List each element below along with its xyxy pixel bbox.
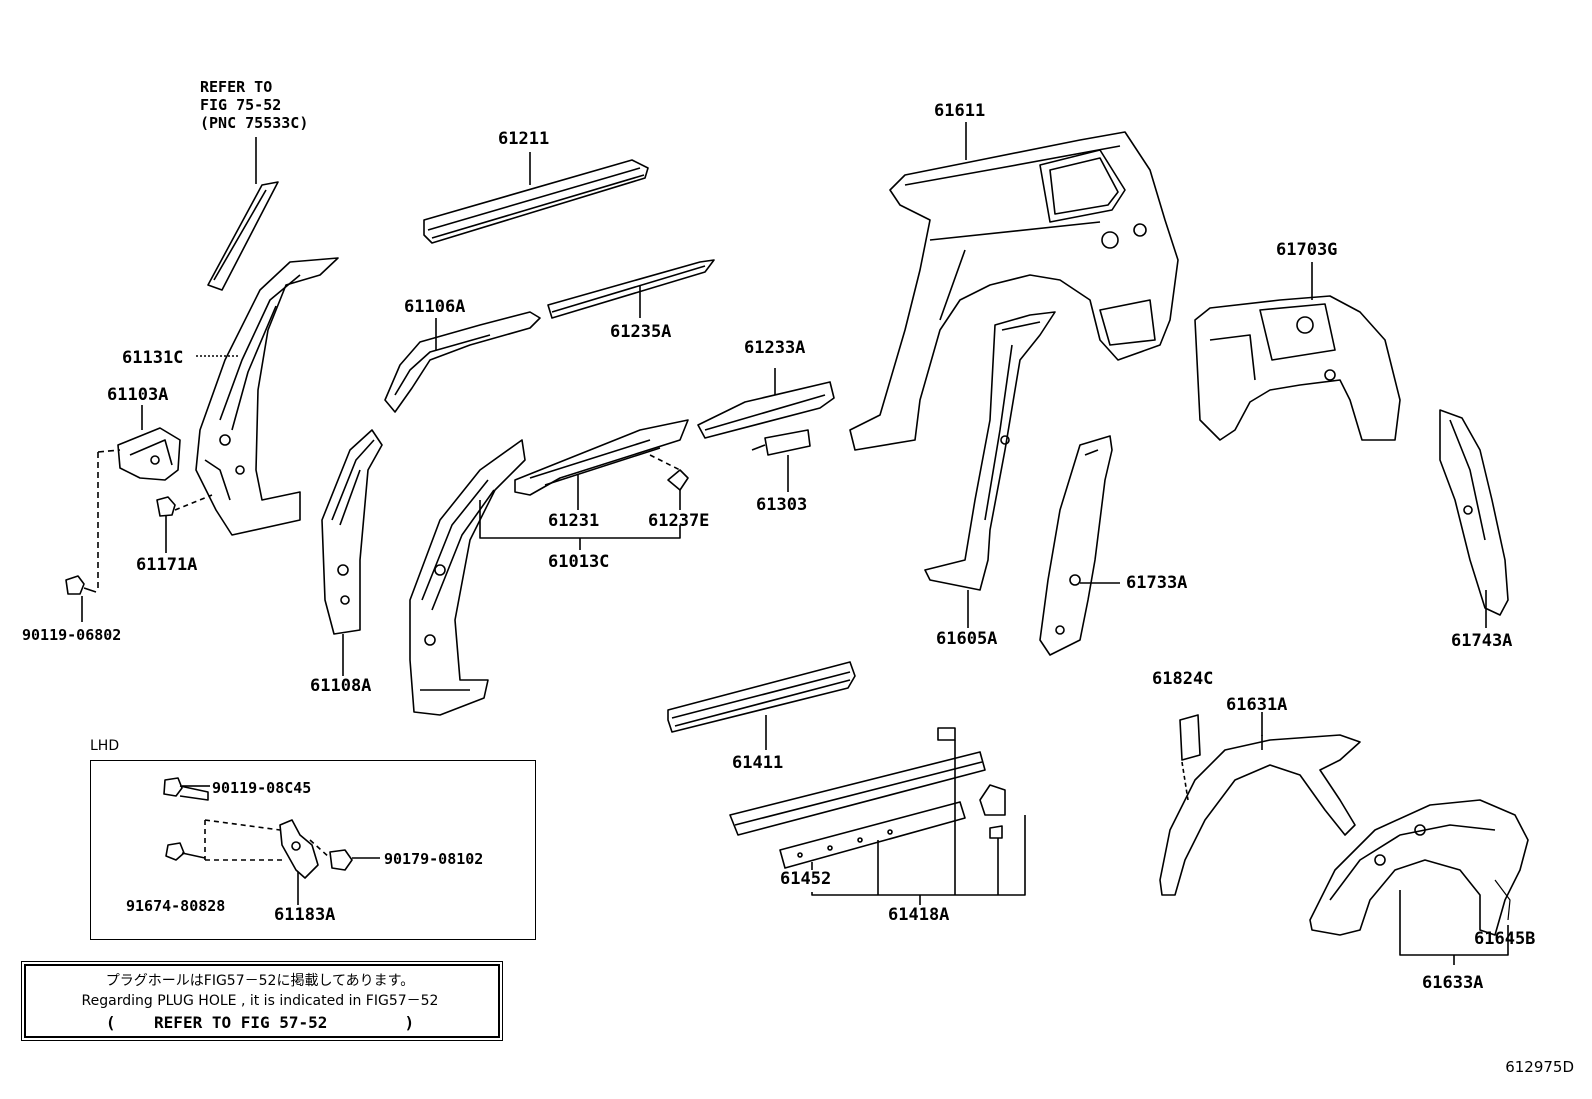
label-61824C[interactable]: 61824C [1152, 669, 1214, 689]
part-61733A [1039, 435, 1120, 656]
label-61013C[interactable]: 61013C [548, 552, 610, 572]
part-61703G [1194, 262, 1401, 441]
part-90119-06802 [65, 575, 97, 622]
label-61211[interactable]: 61211 [498, 129, 550, 149]
label-90179-08102[interactable]: 90179-08102 [384, 850, 484, 868]
part-61633A [1309, 799, 1529, 965]
label-61633A[interactable]: 61633A [1422, 973, 1484, 993]
note-english: Regarding PLUG HOLE , it is indicated in… [81, 993, 439, 1009]
label-61183A[interactable]: 61183A [274, 905, 336, 925]
label-61605A[interactable]: 61605A [936, 629, 998, 649]
label-61108A[interactable]: 61108A [310, 676, 372, 696]
label-91674-80828[interactable]: 91674-80828 [126, 897, 226, 915]
part-61743A [1439, 409, 1509, 628]
part-61131C [195, 257, 339, 536]
part-61013C [409, 419, 689, 716]
note-refer[interactable]: ( REFER TO FIG 57-52 ) [105, 1013, 415, 1032]
label-61645B[interactable]: 61645B [1474, 929, 1536, 949]
label-61703G[interactable]: 61703G [1276, 240, 1338, 260]
label-61237E[interactable]: 61237E [648, 511, 710, 531]
label-90119-08C45[interactable]: 90119-08C45 [212, 779, 312, 797]
refer-note-line3: (PNC 75533C) [200, 114, 309, 132]
part-61411 [667, 661, 856, 750]
part-61235A [547, 259, 715, 319]
lhd-inset-box [90, 760, 536, 940]
part-61108A [321, 429, 383, 676]
part-61211 [423, 152, 649, 244]
plug-hole-note-box [21, 961, 503, 1041]
part-61303 [751, 429, 811, 492]
lhd-title: LHD [90, 738, 120, 754]
figure-id: 612975D [1505, 1058, 1574, 1076]
label-61452[interactable]: 61452 [780, 869, 832, 889]
label-61418A[interactable]: 61418A [888, 905, 950, 925]
label-61733A[interactable]: 61733A [1126, 573, 1188, 593]
part-61631A [1159, 712, 1361, 896]
part-61171A [156, 496, 176, 553]
label-61631A[interactable]: 61631A [1226, 695, 1288, 715]
part-61418A [729, 727, 1026, 905]
part-lhd-bracket [163, 777, 380, 905]
label-61233A[interactable]: 61233A [744, 338, 806, 358]
part-61611 [849, 122, 1179, 451]
label-61303[interactable]: 61303 [756, 495, 808, 515]
label-61131C[interactable]: 61131C [122, 348, 184, 368]
refer-note-line2: FIG 75-52 [200, 96, 282, 114]
part-refer-strip [207, 137, 279, 291]
label-61106A[interactable]: 61106A [404, 297, 466, 317]
part-61605A [924, 311, 1056, 628]
part-61103A [97, 405, 213, 590]
label-61231[interactable]: 61231 [548, 511, 600, 531]
label-61611[interactable]: 61611 [934, 101, 986, 121]
label-61235A[interactable]: 61235A [610, 322, 672, 342]
label-61411[interactable]: 61411 [732, 753, 784, 773]
note-japanese: プラグホールはFIG57－52に掲載してあります。 [105, 973, 415, 989]
label-90119-06802[interactable]: 90119-06802 [22, 626, 122, 644]
part-61106A [384, 311, 541, 413]
label-61171A[interactable]: 61171A [136, 555, 198, 575]
refer-note-line1: REFER TO [200, 78, 273, 96]
label-61743A[interactable]: 61743A [1451, 631, 1513, 651]
part-61233A [697, 368, 835, 439]
label-61103A[interactable]: 61103A [107, 385, 169, 405]
